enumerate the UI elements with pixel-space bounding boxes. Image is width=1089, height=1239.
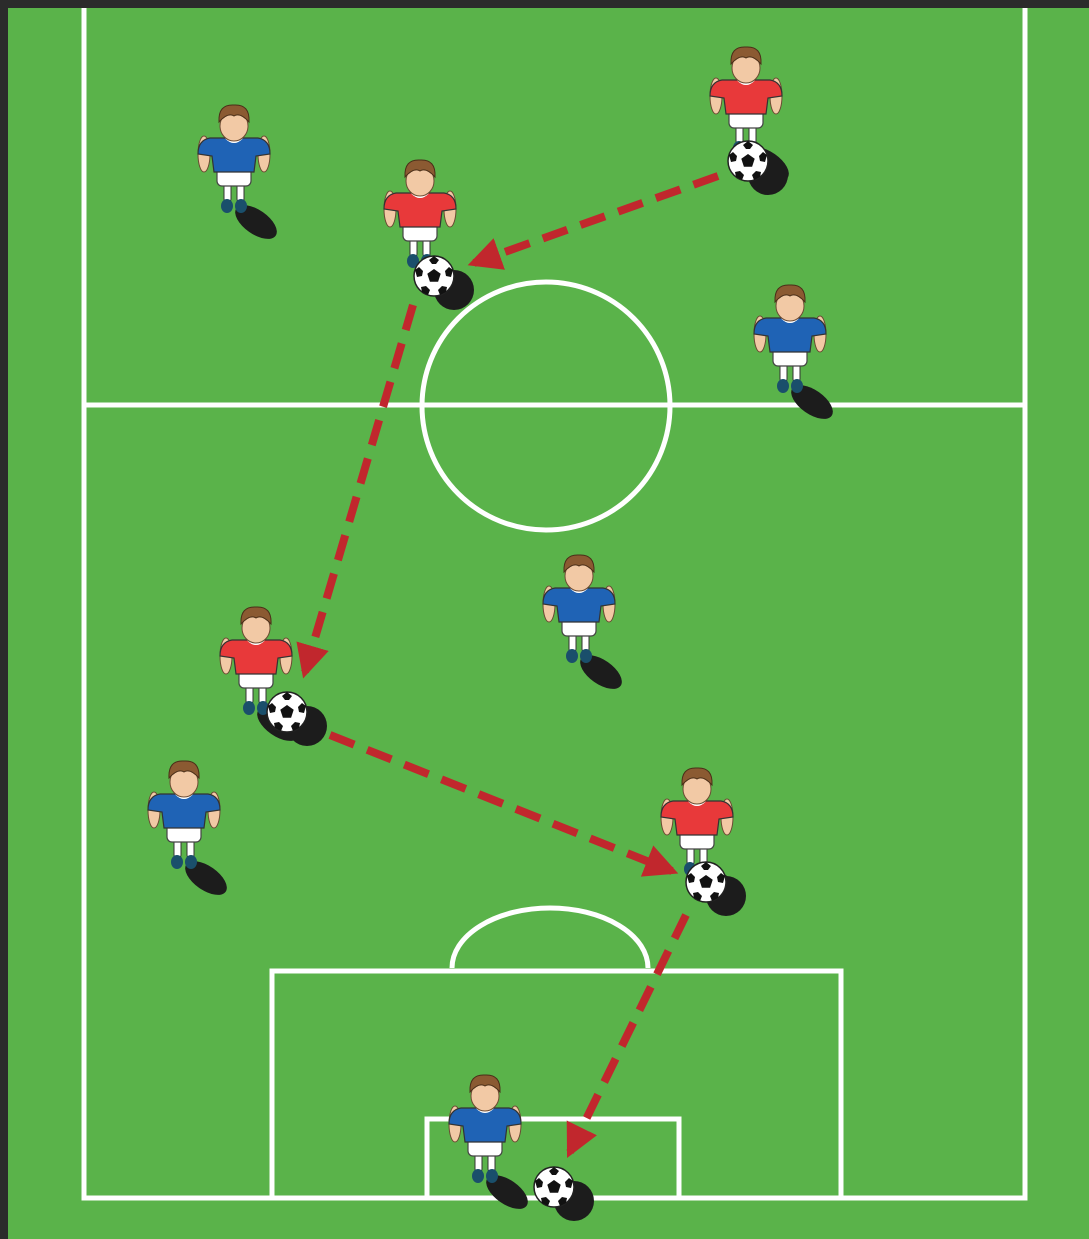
football-4 (686, 862, 726, 902)
football-2 (728, 141, 768, 181)
football-3 (267, 692, 307, 732)
football-1 (414, 256, 454, 296)
grass-field (8, 8, 1089, 1239)
football-5 (534, 1167, 574, 1207)
